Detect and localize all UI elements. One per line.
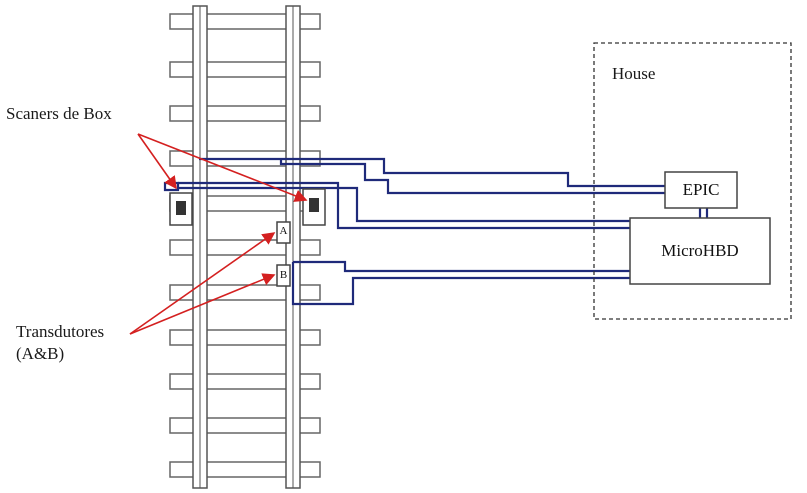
cable-scanner-bus xyxy=(178,181,630,230)
house-label: House xyxy=(612,64,656,83)
transducer-b xyxy=(276,264,291,287)
rails xyxy=(192,5,301,489)
box-scanners xyxy=(169,188,326,226)
transducer-a-label: A xyxy=(279,225,288,237)
scanner-left-lens xyxy=(176,201,186,215)
arrow-scanner-right xyxy=(137,133,308,202)
microhbd-box xyxy=(629,217,771,285)
transducers xyxy=(276,221,291,287)
cable-scanner-left xyxy=(163,181,180,192)
transducers-sublabel: (A&B) xyxy=(16,344,65,363)
epic-box xyxy=(664,171,738,209)
epic-label: EPIC xyxy=(682,180,720,199)
house-boundary xyxy=(593,42,792,320)
callout-arrows xyxy=(129,133,308,335)
arrow-scanner-left xyxy=(137,133,177,190)
transducer-b-label: B xyxy=(279,269,288,281)
transducers-label: Transdutores xyxy=(16,322,105,341)
arrow-transducer-b xyxy=(129,273,276,335)
cable-scanner-bus-2 xyxy=(178,186,630,223)
cable-transducer-2 xyxy=(291,262,630,306)
scanners-label: Scaners de Box xyxy=(6,104,112,123)
microhbd-label: MicroHBD xyxy=(661,241,739,260)
cable-transducer xyxy=(293,260,630,273)
cable-epic-microhbd xyxy=(698,208,709,218)
cable-upper-2 xyxy=(279,159,665,195)
cables xyxy=(163,157,709,306)
arrow-transducer-a xyxy=(129,232,276,335)
transducer-a xyxy=(276,221,291,244)
scanner-right-lens xyxy=(309,198,319,212)
cable-upper-1 xyxy=(199,157,665,188)
